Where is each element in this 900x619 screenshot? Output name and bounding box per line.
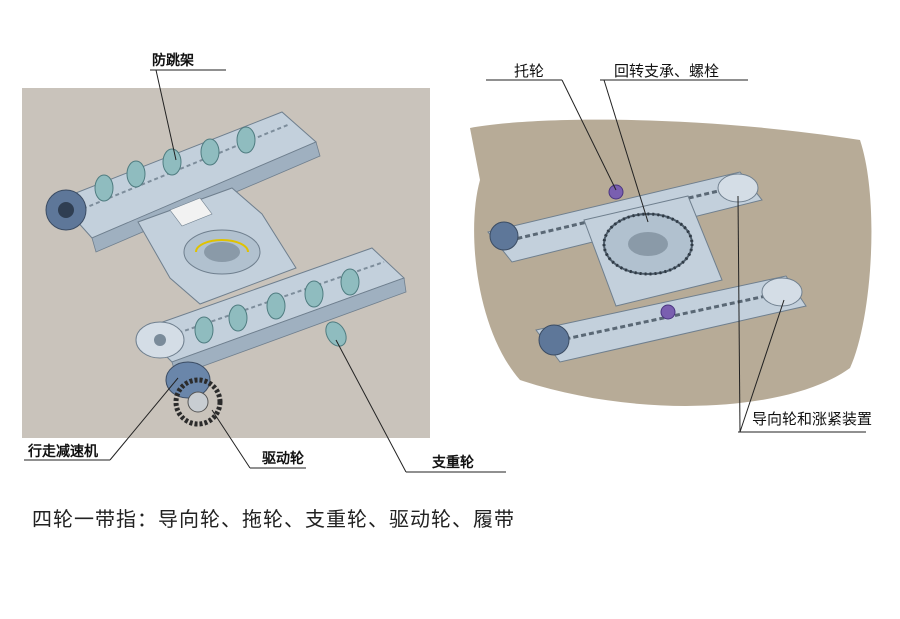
- lower-rollers: [194, 268, 360, 344]
- label-travel-reducer: 行走减速机: [28, 444, 98, 460]
- right-center-frame: [583, 195, 723, 307]
- leader-lines: [24, 69, 866, 473]
- label-idler-tensioner: 导向轮和涨紧装置: [752, 410, 873, 428]
- label-carrier-roller: 托轮: [514, 62, 545, 80]
- label-slewing-bearing-bolt: 回转支承、螺栓: [614, 62, 720, 80]
- label-anti-jump-frame: 防跳架: [152, 53, 194, 69]
- upper-rollers: [94, 126, 256, 202]
- label-support-wheel: 支重轮: [432, 455, 474, 471]
- label-drive-wheel: 驱动轮: [262, 451, 304, 467]
- upper-idler: [45, 189, 87, 231]
- lower-idler: [135, 321, 185, 359]
- caption-four-wheels-one-track: 四轮一带指：导向轮、拖轮、支重轮、驱动轮、履带: [32, 507, 515, 531]
- left-render: [22, 88, 430, 438]
- travel-reducer-assembly: [165, 361, 223, 427]
- right-render: [470, 119, 872, 406]
- center-frame: [137, 187, 297, 305]
- right-carrier-rollers: [608, 184, 676, 320]
- detached-support-wheel: [325, 321, 347, 347]
